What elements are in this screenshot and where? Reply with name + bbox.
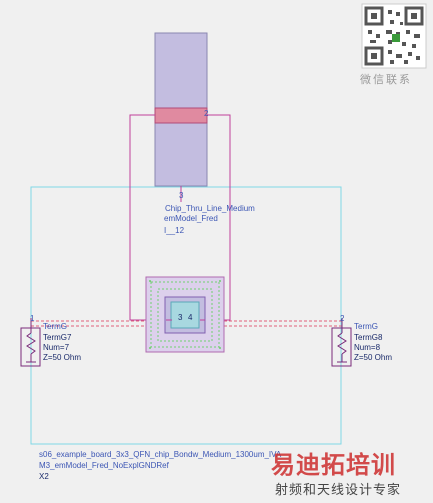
board-instance-label[interactable]: X2 [39, 472, 49, 481]
thru-line-type-label[interactable]: Chip_Thru_Line_Medium [165, 204, 255, 213]
term-right-name[interactable]: TermG8 [354, 333, 383, 342]
term-left-pin: 1 [30, 314, 35, 323]
term-right-symbol[interactable] [331, 318, 352, 367]
thru-line-pin-right: 2 [204, 109, 209, 118]
thru-line-component[interactable] [154, 32, 208, 202]
term-right-num[interactable]: Num=8 [354, 343, 381, 352]
term-left-type[interactable]: TermG [43, 322, 67, 331]
thru-line-model-label[interactable]: emModel_Fred [164, 214, 218, 223]
board-label-line2[interactable]: M3_emModel_Fred_NoExplGNDRef [39, 461, 169, 470]
qr-caption: 微信联系 [360, 73, 412, 86]
term-left-symbol[interactable] [20, 318, 41, 367]
board-label-line1[interactable]: s06_example_board_3x3_QFN_chip_Bondw_Med… [39, 450, 282, 459]
chip-pin-left: 3 [178, 313, 183, 322]
qr-code-icon [361, 3, 427, 69]
brand-watermark-title: 易迪拓培训 [271, 451, 396, 479]
term-right-impedance[interactable]: Z=50 Ohm [354, 353, 393, 362]
term-left-name[interactable]: TermG7 [43, 333, 72, 342]
board-outline[interactable] [30, 186, 342, 445]
thru-line-pin-top: 3 [179, 191, 184, 200]
ground-net-lines [31, 320, 342, 327]
thru-line-instance-label[interactable]: I__12 [164, 226, 185, 235]
qfn-chip[interactable] [145, 276, 225, 353]
brand-watermark-subtitle: 射频和天线设计专家 [275, 483, 402, 498]
term-left-impedance[interactable]: Z=50 Ohm [43, 353, 82, 362]
term-right-pin: 2 [340, 314, 345, 323]
term-left-num[interactable]: Num=7 [43, 343, 70, 352]
chip-pin-right: 4 [188, 313, 193, 322]
term-right-type[interactable]: TermG [354, 322, 378, 331]
